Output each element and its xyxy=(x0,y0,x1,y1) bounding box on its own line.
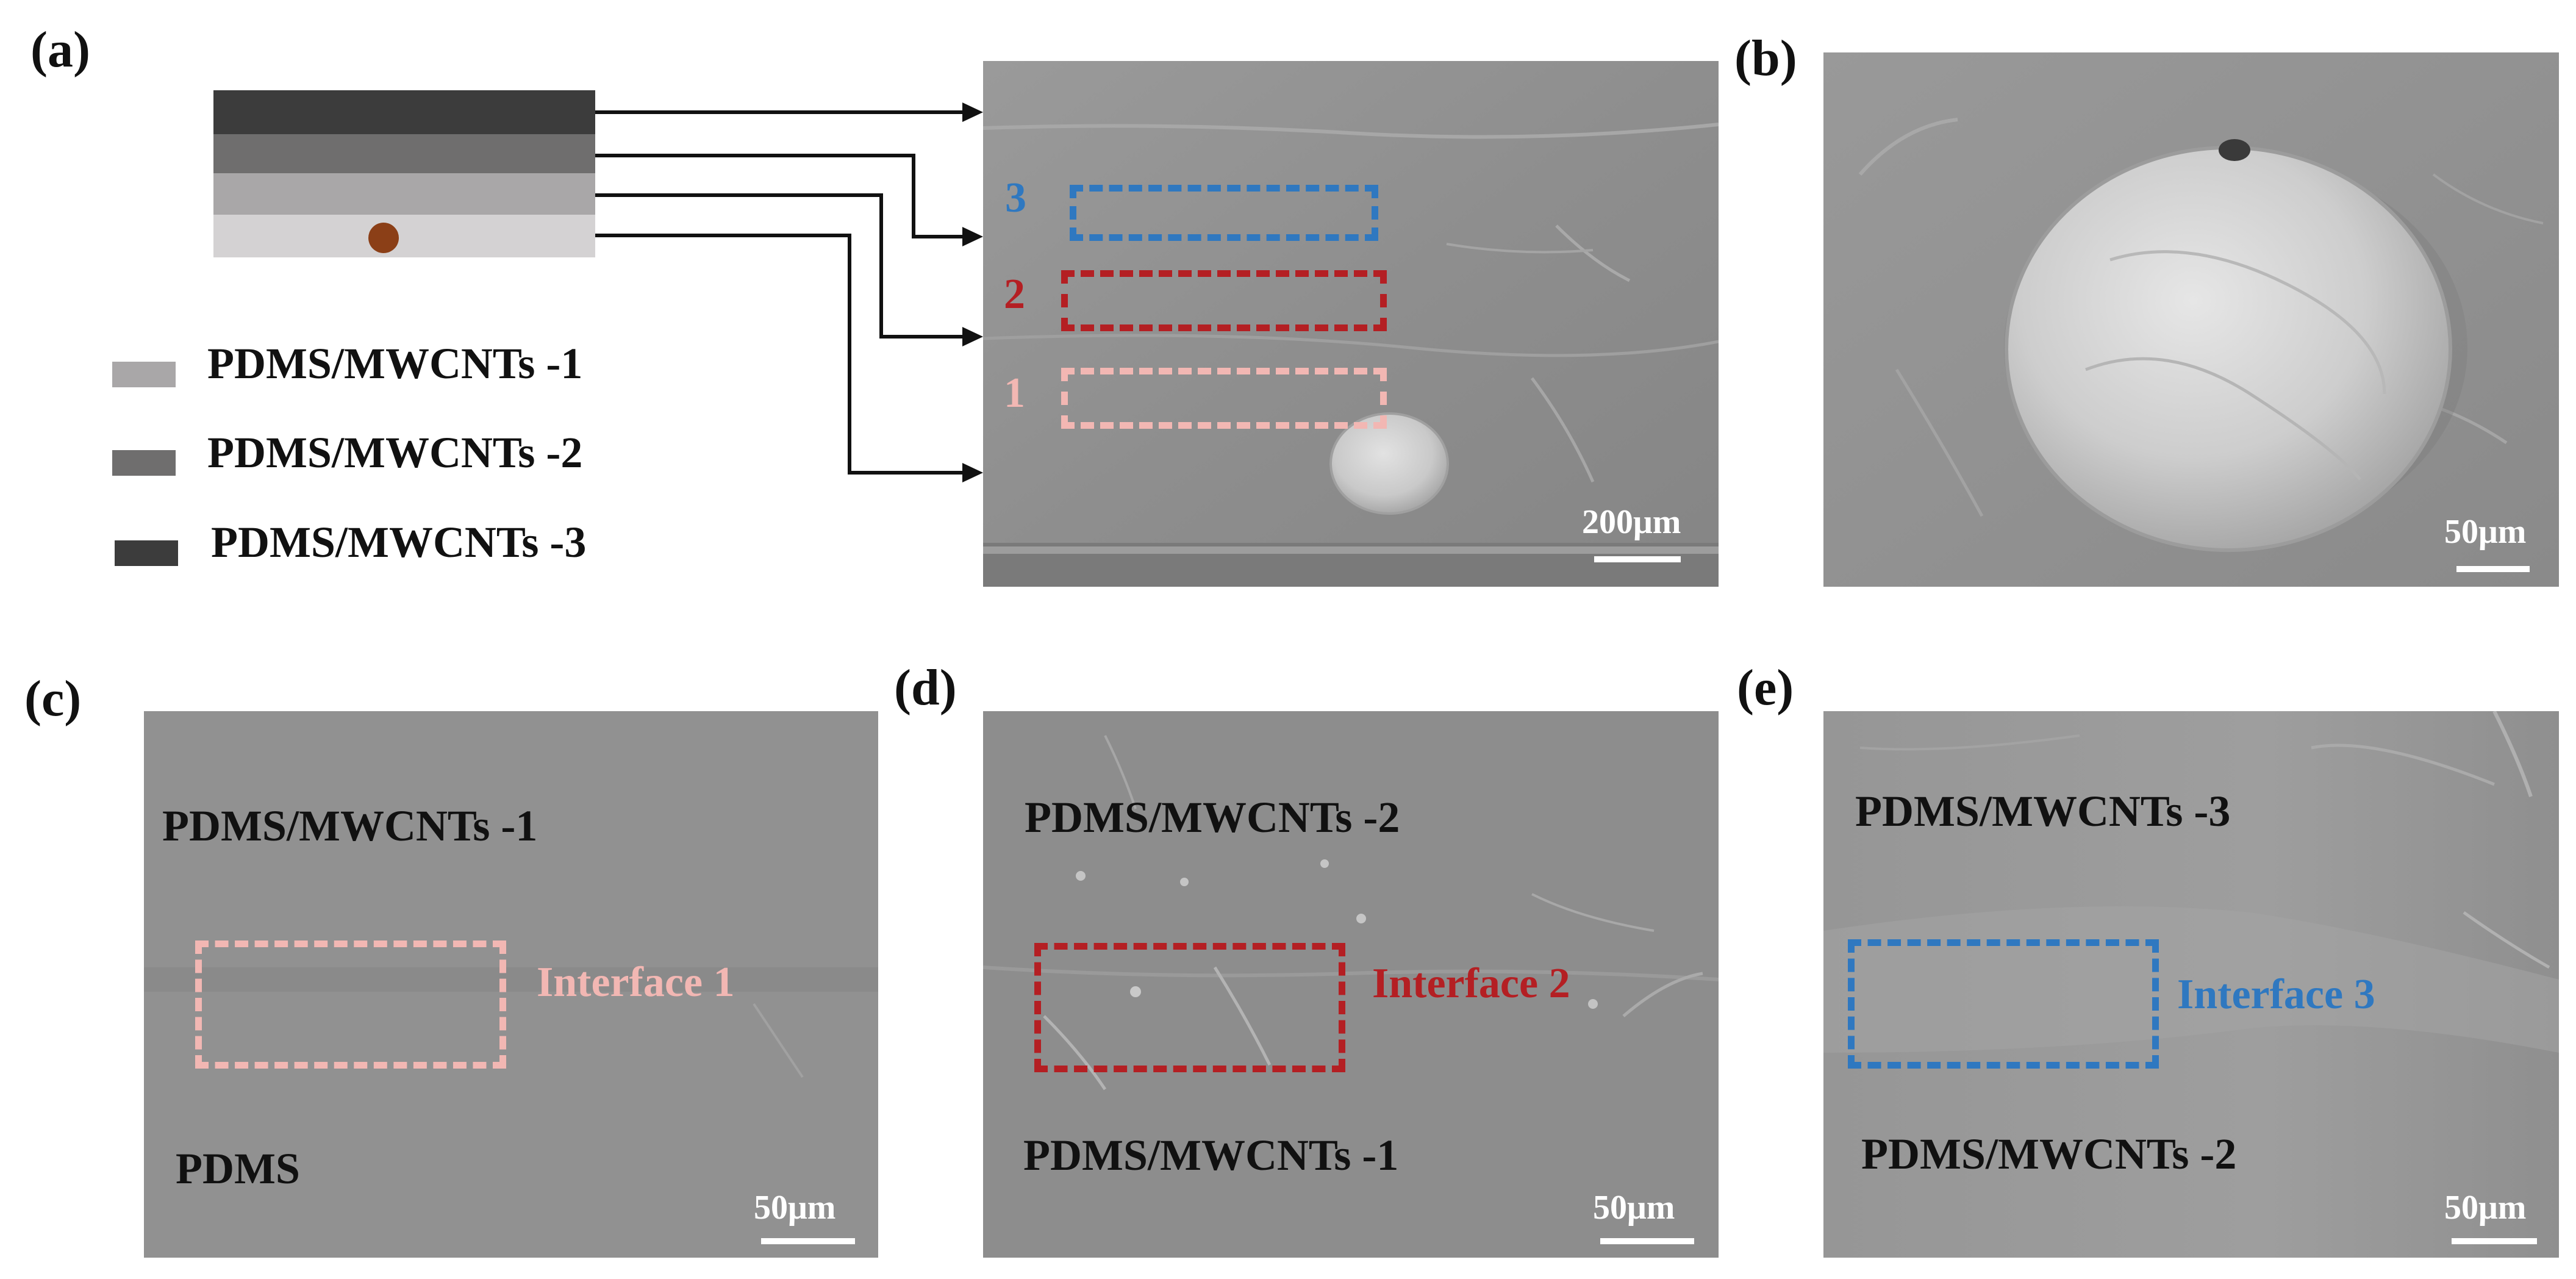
arrowhead-icon xyxy=(962,227,983,246)
interface-label-c: Interface 1 xyxy=(537,959,735,1006)
panel-e-letter: (e) xyxy=(1737,659,1794,716)
legend-label-1: PDMS/MWCNTs -1 xyxy=(207,339,583,388)
scale-bar-a xyxy=(1594,556,1681,562)
interface-box-1 xyxy=(1061,368,1387,429)
arrowhead-icon xyxy=(962,102,983,122)
stack-layer-1 xyxy=(213,215,595,257)
interface-label-e: Interface 3 xyxy=(2177,971,2375,1018)
sem-image-e: PDMS/MWCNTs -3 Interface 3 PDMS/MWCNTs -… xyxy=(1823,711,2559,1258)
box-number-1: 1 xyxy=(1004,370,1025,417)
arrowhead-icon xyxy=(962,327,983,346)
layer-label-bottom-d: PDMS/MWCNTs -1 xyxy=(1023,1131,1399,1180)
sem-image-b: 50μm xyxy=(1823,52,2559,587)
panel-b-letter: (b) xyxy=(1734,30,1797,87)
legend-swatch-3 xyxy=(115,540,178,566)
scale-bar-c xyxy=(761,1238,855,1244)
interface-box-c xyxy=(195,940,506,1069)
interface-box-e xyxy=(1848,939,2159,1069)
scale-bar-d xyxy=(1600,1238,1694,1244)
layer-label-top-c: PDMS/MWCNTs -1 xyxy=(162,801,538,850)
interface-box-2 xyxy=(1061,270,1387,331)
scale-label-e: 50μm xyxy=(2444,1189,2527,1227)
interface-box-3 xyxy=(1070,185,1378,241)
arrowhead-icon xyxy=(962,463,983,482)
scale-bar-b xyxy=(2456,566,2530,572)
scale-bar-e xyxy=(2452,1238,2537,1244)
arrow-interface-1 xyxy=(595,234,964,475)
box-number-3: 3 xyxy=(1005,174,1026,221)
stack-layer-3 xyxy=(213,134,595,173)
layer-label-bottom-c: PDMS xyxy=(176,1144,300,1193)
stack-layer-top xyxy=(213,90,595,134)
arrow-interface-2 xyxy=(595,193,964,339)
scale-label-b: 50μm xyxy=(2444,513,2527,551)
legend-swatch-1 xyxy=(112,362,176,387)
box-number-2: 2 xyxy=(1004,271,1025,318)
sem-image-c: PDMS/MWCNTs -1 Interface 1 PDMS 50μm xyxy=(144,711,878,1258)
layer-label-top-e: PDMS/MWCNTs -3 xyxy=(1855,787,2231,836)
layer-label-bottom-e: PDMS/MWCNTs -2 xyxy=(1861,1130,2237,1178)
sem-image-d: PDMS/MWCNTs -2 Interface 2 PDMS/MWCNTs -… xyxy=(983,711,1719,1258)
embedded-particle-icon xyxy=(368,223,399,253)
legend-label-3: PDMS/MWCNTs -3 xyxy=(211,518,587,567)
panel-d-letter: (d) xyxy=(894,659,957,716)
stack-layer-2 xyxy=(213,173,595,215)
layer-label-top-d: PDMS/MWCNTs -2 xyxy=(1025,793,1400,842)
legend-swatch-2 xyxy=(112,450,176,476)
scale-label-c: 50μm xyxy=(754,1189,836,1227)
scale-label-a: 200μm xyxy=(1582,503,1681,541)
interface-label-d: Interface 2 xyxy=(1372,960,1570,1007)
panel-c-letter: (c) xyxy=(24,670,82,727)
panel-a-letter: (a) xyxy=(30,21,90,78)
arrow-interface-3 xyxy=(595,154,964,238)
scale-label-d: 50μm xyxy=(1593,1189,1675,1227)
sem-image-a: 3 2 1 200μm xyxy=(983,61,1719,587)
interface-box-d xyxy=(1034,943,1345,1072)
legend-label-2: PDMS/MWCNTs -2 xyxy=(207,428,583,477)
